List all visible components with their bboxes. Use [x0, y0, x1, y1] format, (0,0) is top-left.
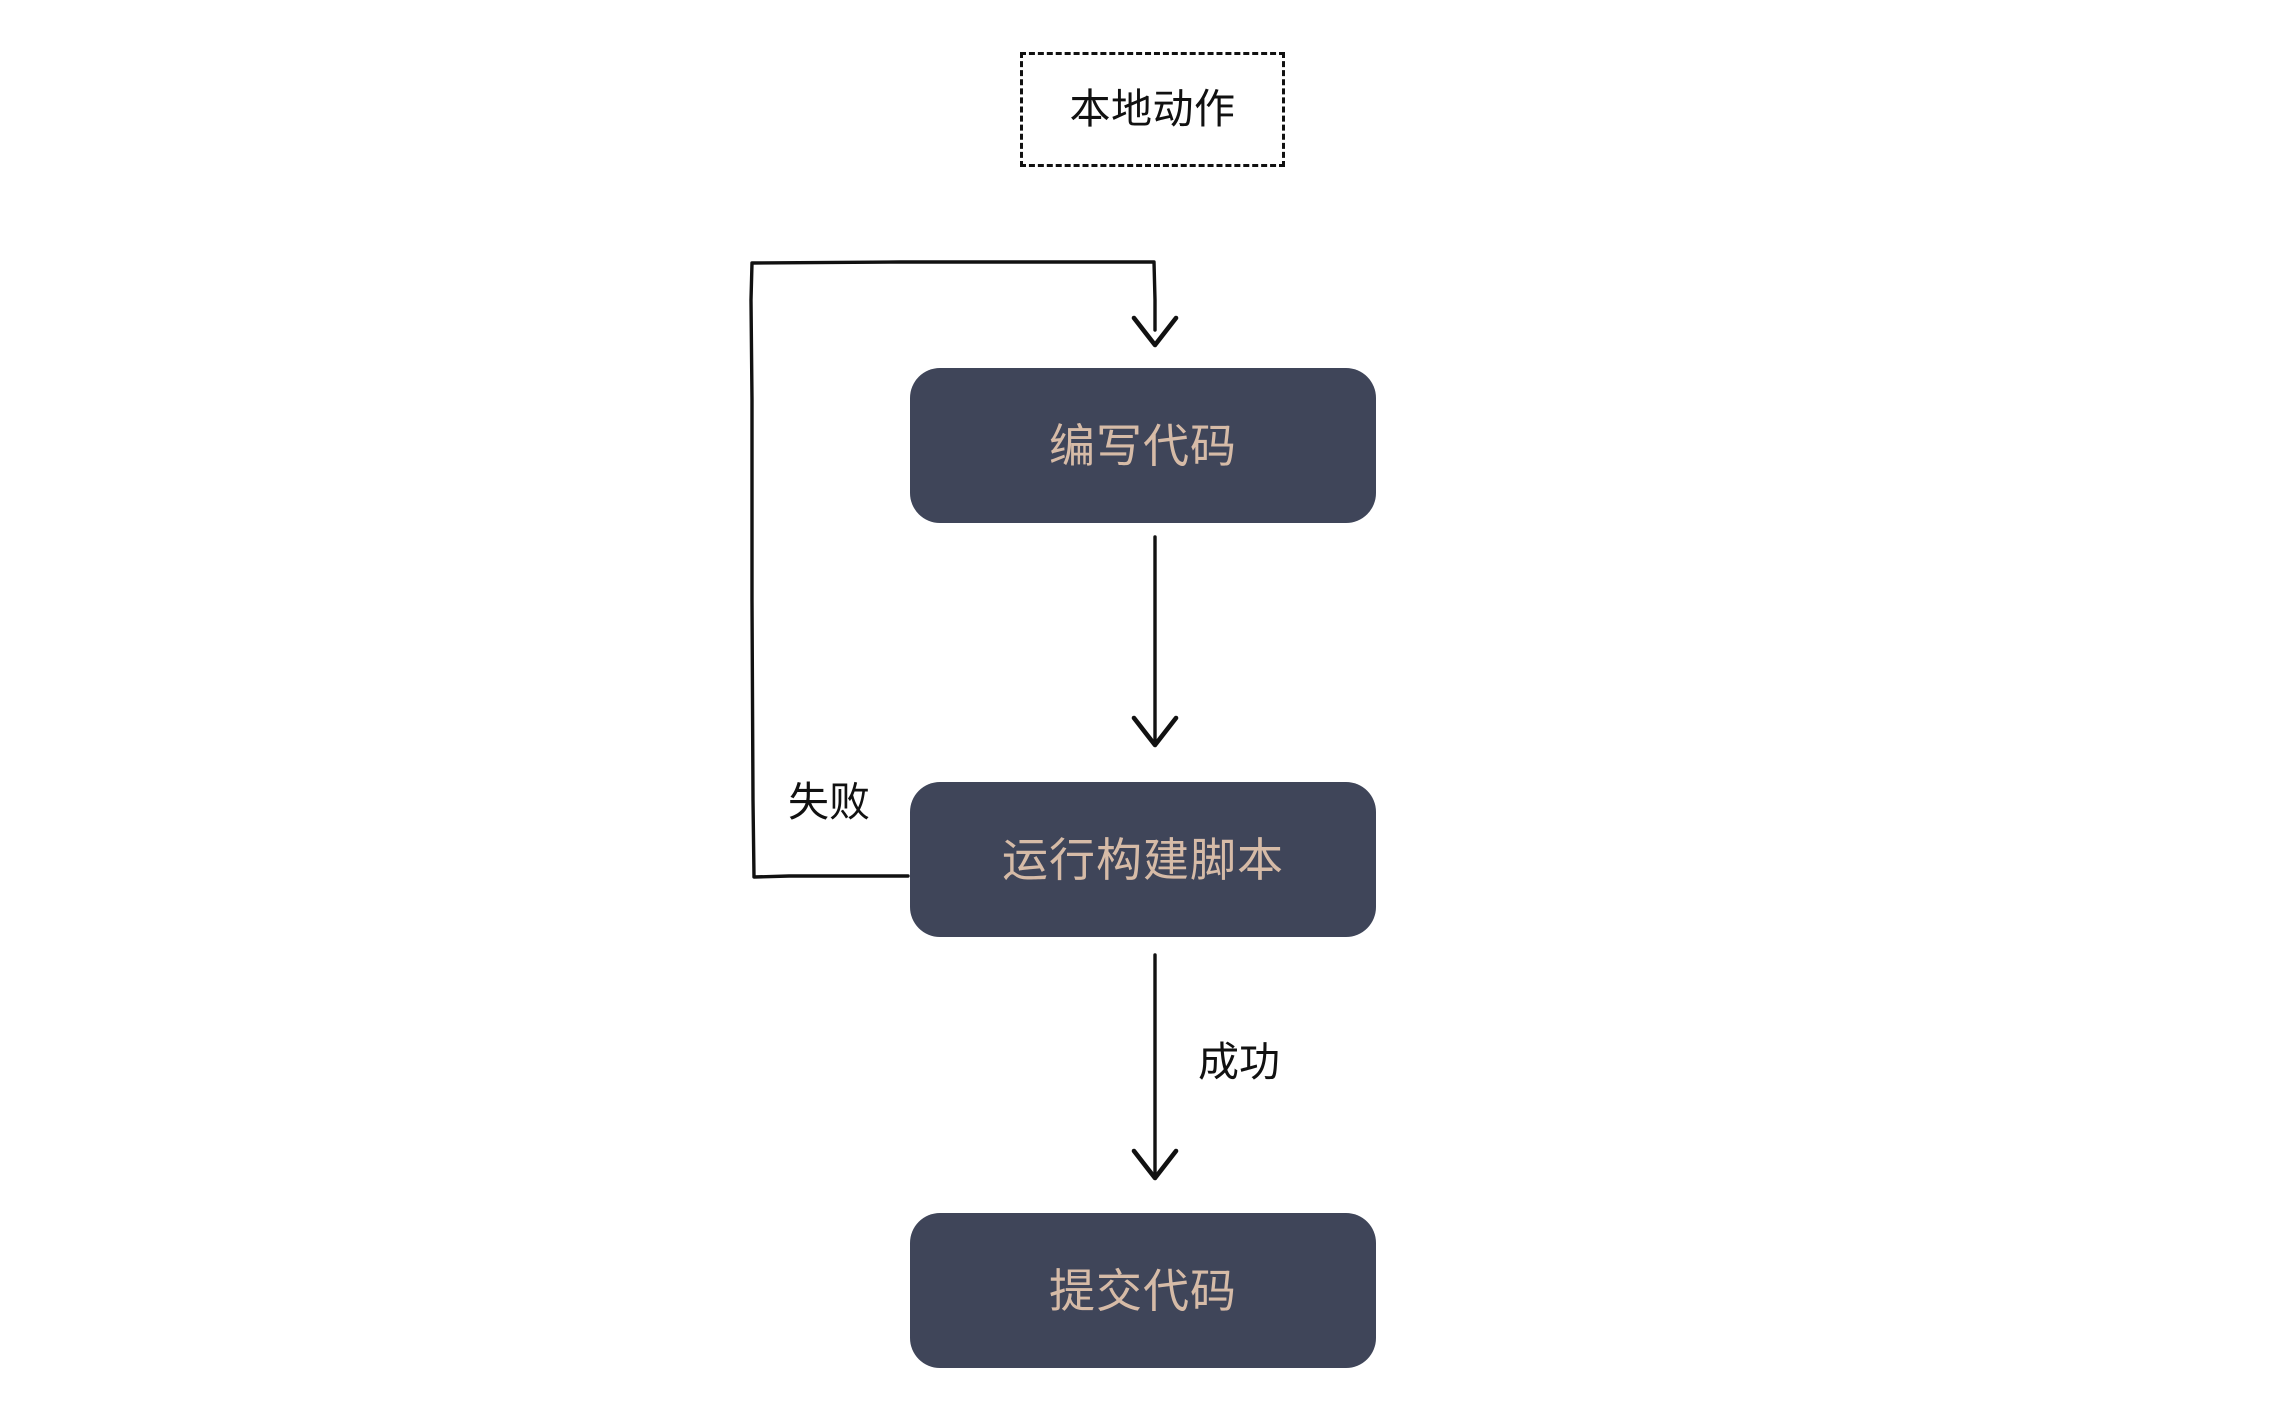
node-commit-code-label: 提交代码	[1049, 1264, 1237, 1317]
group-label-text: 本地动作	[1069, 86, 1236, 132]
edge-label-success: 成功	[1192, 1040, 1286, 1085]
node-write-code[interactable]: 编写代码	[910, 368, 1376, 523]
edge-label-failure: 失败	[782, 780, 876, 825]
group-label-local-action: 本地动作	[1020, 52, 1285, 167]
node-write-code-label: 编写代码	[1049, 419, 1237, 472]
node-run-build-script[interactable]: 运行构建脚本	[910, 782, 1376, 937]
edge-write-to-build	[1131, 535, 1179, 748]
node-run-build-script-label: 运行构建脚本	[1002, 833, 1284, 886]
node-commit-code[interactable]: 提交代码	[910, 1213, 1376, 1368]
edge-build-to-commit	[1131, 953, 1179, 1181]
